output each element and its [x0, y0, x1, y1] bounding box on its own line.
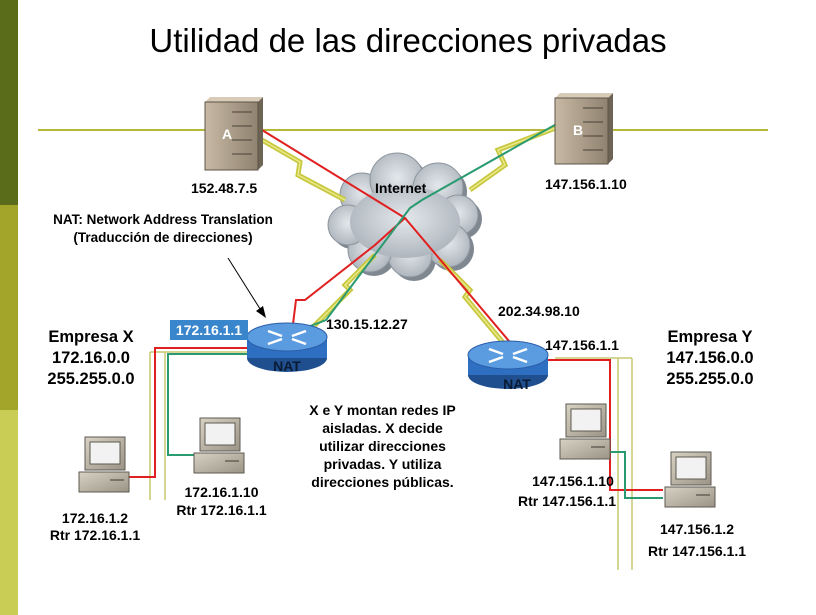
sidebar-band-middle [0, 205, 18, 410]
description-line-5: direcciones públicas. [311, 474, 454, 490]
pc-y1[interactable] [559, 403, 611, 460]
empresa-x-net: 172.16.0.0 [52, 349, 130, 367]
description-line-2: aisladas. X decide [322, 420, 443, 436]
host-x2-label: 172.16.1.10 Rtr 172.16.1.1 [164, 483, 279, 519]
server-a-ip: 152.48.7.5 [191, 180, 258, 196]
lan-segments [149, 351, 633, 570]
host-x1-ip: 172.16.1.2 [61, 510, 129, 526]
nat-note: NAT: Network Address Translation (Traduc… [38, 211, 288, 246]
host-y1-label: 147.156.1.10 Rtr 147.156.1.1 [503, 471, 631, 511]
host-y2-label: 147.156.1.2 Rtr 147.156.1.1 [633, 518, 761, 562]
empresa-y-block: Empresa Y 147.156.0.0 255.255.0.0 [655, 327, 765, 390]
pc-x2[interactable] [193, 417, 245, 474]
router-x-public-ip: 130.15.12.27 [326, 316, 408, 332]
router-x-private-ip: 172.16.1.1 [170, 320, 248, 340]
empresa-x-name: Empresa X [48, 328, 134, 346]
router-x[interactable] [246, 322, 328, 372]
description-line-1: X e Y montan redes IP [309, 402, 456, 418]
wan-link-a [260, 137, 347, 203]
router-y-lan-ip: 147.156.1.1 [545, 337, 619, 353]
internet-label: Internet [375, 180, 427, 196]
host-x2-router: Rtr 172.16.1.1 [176, 502, 267, 518]
host-x1-label: 172.16.1.2 Rtr 172.16.1.1 [40, 510, 150, 544]
sidebar-band-bottom [0, 410, 18, 615]
server-a[interactable] [204, 97, 263, 171]
host-y1-router: Rtr 147.156.1.1 [517, 493, 617, 509]
host-x1-router: Rtr 172.16.1.1 [49, 527, 141, 543]
router-y-label: NAT [503, 376, 531, 392]
slide-title: Utilidad de las direcciones privadas [149, 22, 667, 59]
empresa-y-name: Empresa Y [667, 328, 753, 346]
empresa-y-net: 147.156.0.0 [666, 349, 754, 367]
description-line-3: utilizar direcciones [319, 438, 446, 454]
router-y-public-ip: 202.34.98.10 [498, 303, 580, 319]
host-y2-router: Rtr 147.156.1.1 [647, 543, 747, 559]
server-a-label: A [222, 126, 232, 142]
nat-note-line1: NAT: Network Address Translation [53, 212, 273, 227]
host-y1-ip: 147.156.1.10 [532, 473, 614, 489]
host-x2-ip: 172.16.1.10 [184, 484, 259, 500]
server-b-label: B [573, 122, 583, 138]
host-y2-ip: 147.156.1.2 [660, 521, 734, 537]
empresa-x-mask: 255.255.0.0 [47, 370, 135, 388]
router-x-label: NAT [273, 358, 301, 374]
nat-note-line2: (Traducción de direcciones) [73, 229, 253, 245]
server-b-ip: 147.156.1.10 [545, 176, 627, 192]
description-text: X e Y montan redes IP aisladas. X decide… [290, 401, 475, 491]
sidebar-accent [0, 0, 18, 615]
description-line-4: privadas. Y utiliza [323, 456, 442, 472]
pc-x1[interactable] [78, 436, 130, 493]
router-y[interactable] [467, 340, 549, 389]
empresa-x-block: Empresa X 172.16.0.0 255.255.0.0 [36, 327, 146, 390]
empresa-y-mask: 255.255.0.0 [666, 370, 754, 388]
nat-note-arrow [227, 257, 266, 318]
sidebar-band-top [0, 0, 18, 205]
server-b[interactable] [554, 93, 613, 165]
red-path [125, 129, 663, 491]
pc-y2[interactable] [664, 451, 716, 508]
